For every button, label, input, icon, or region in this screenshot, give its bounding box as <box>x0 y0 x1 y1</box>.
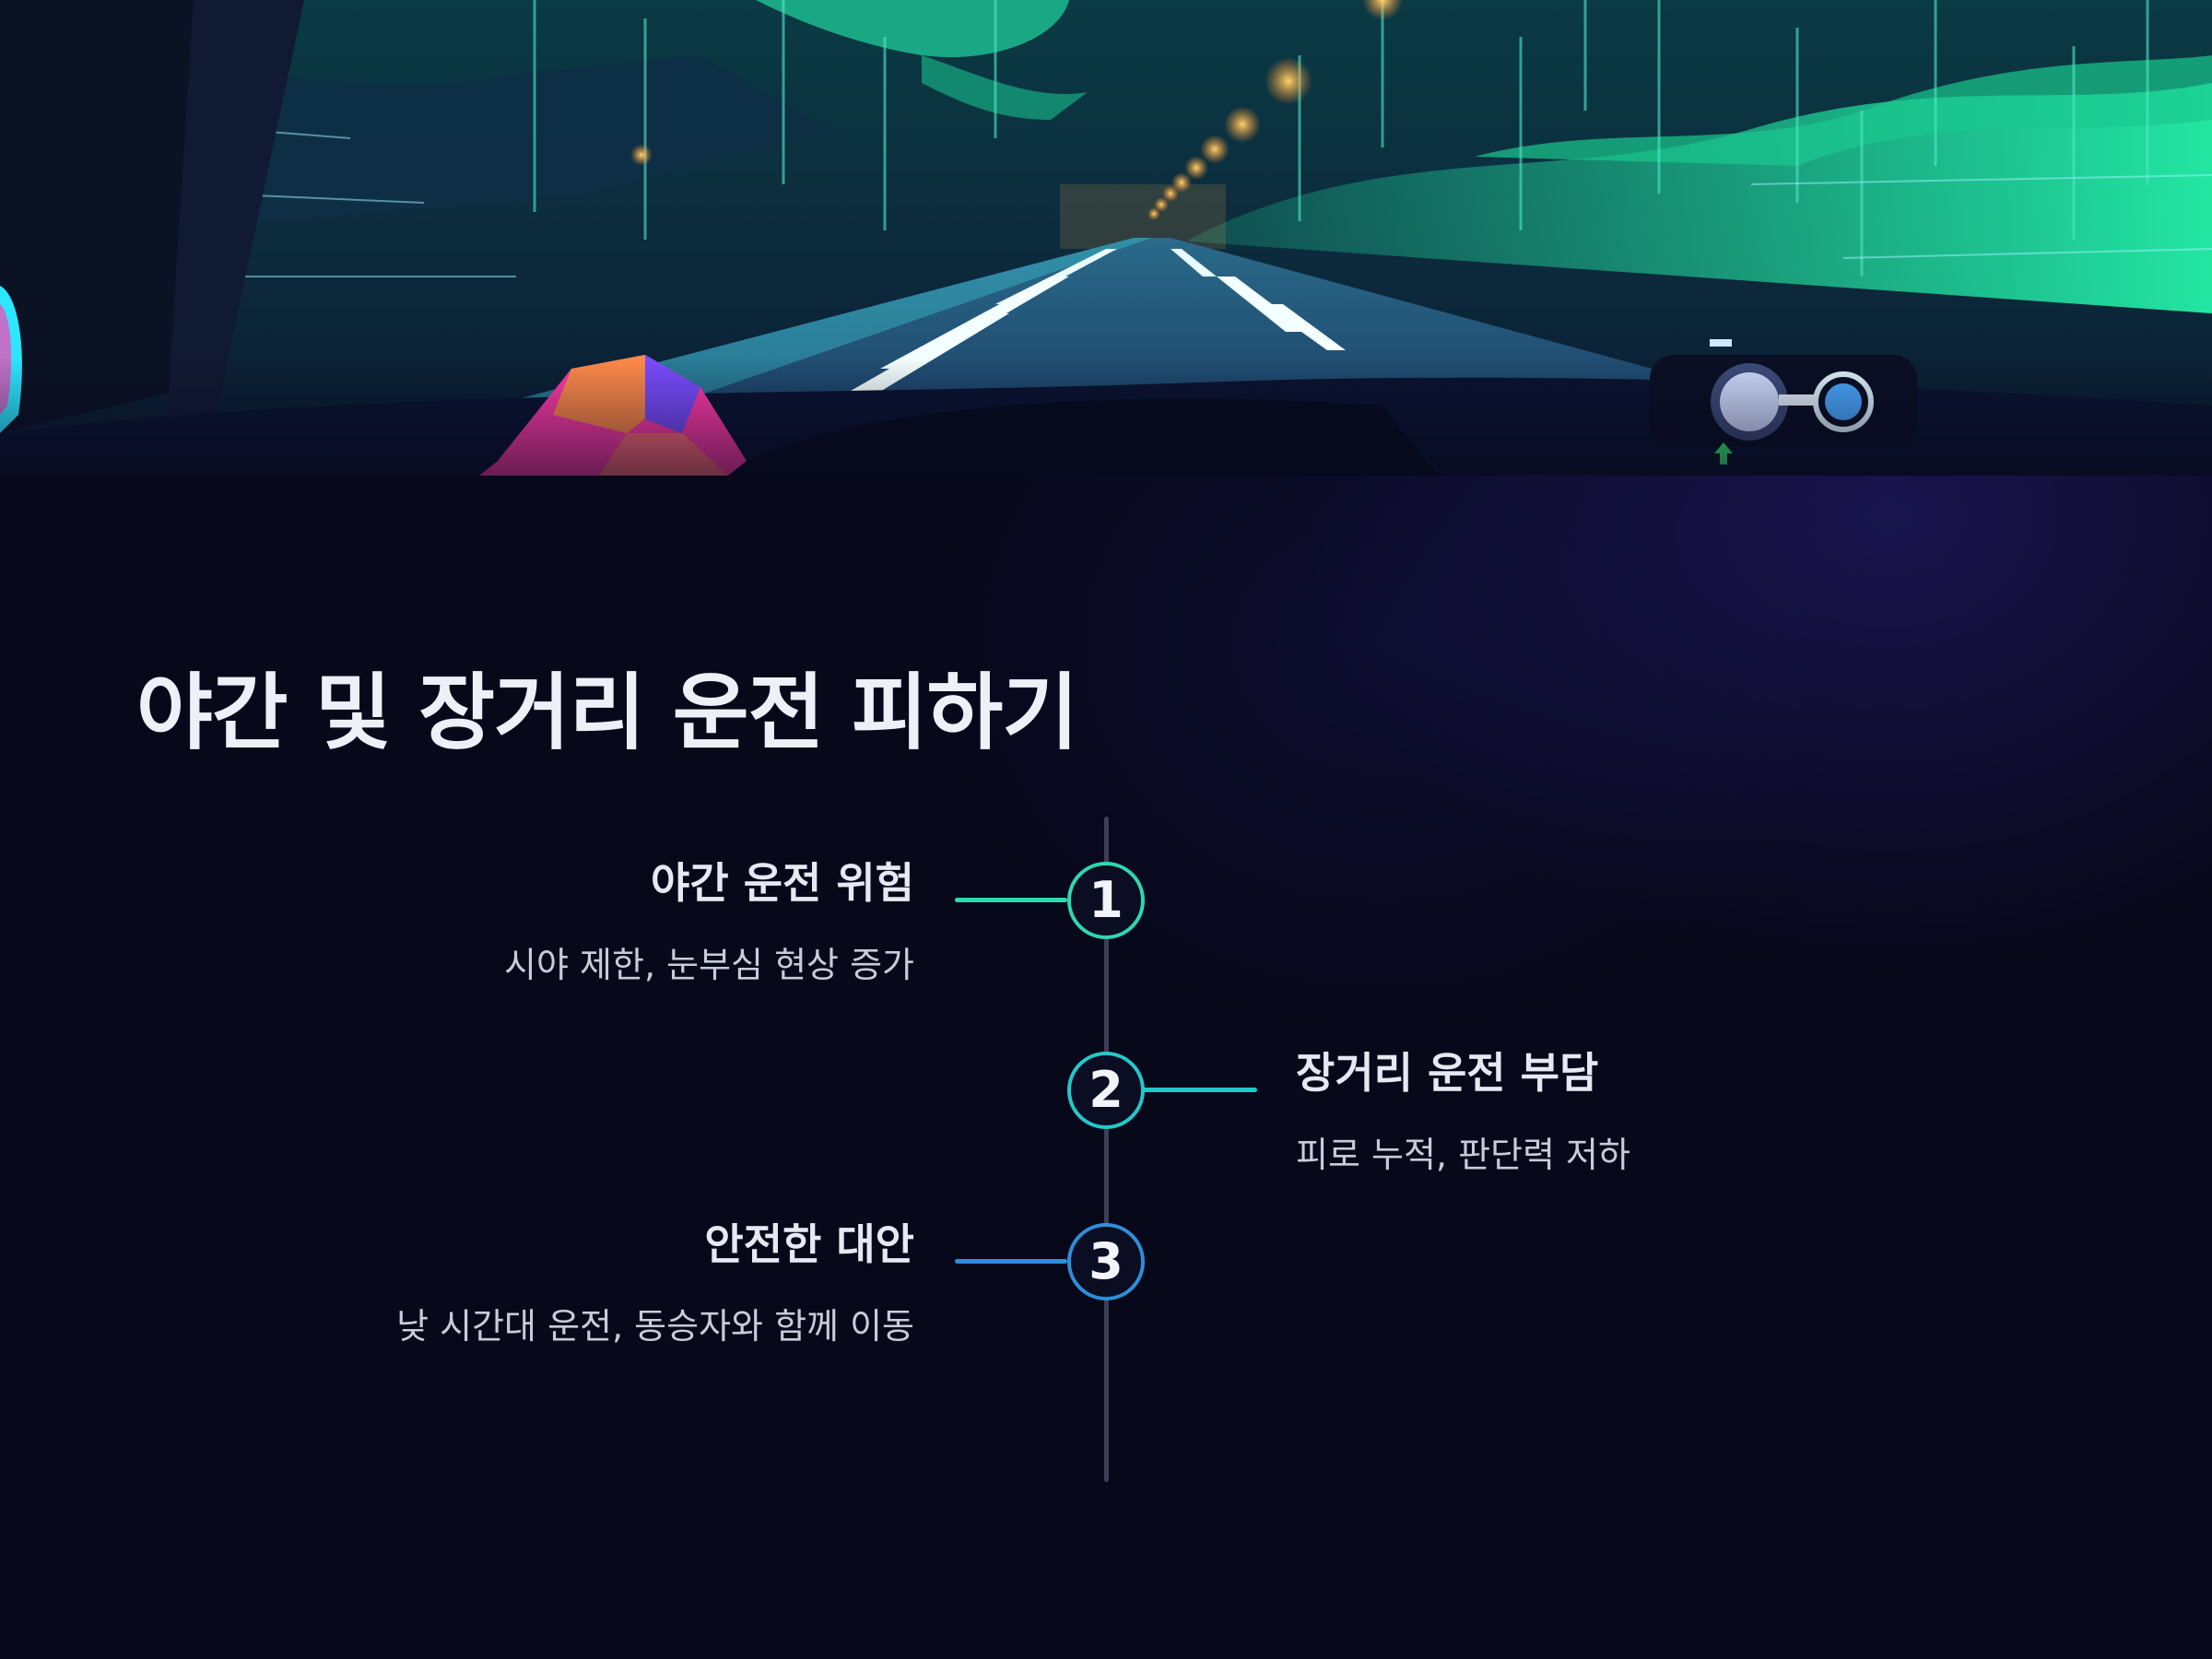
slide-title: 야간 및 장거리 운전 피하기 <box>136 665 1078 761</box>
timeline-axis <box>1104 817 1109 1482</box>
step-1-marker: 1 <box>1067 862 1145 939</box>
step-2-description: 피로 누적, 판단력 저하 <box>1296 1135 1630 1175</box>
step-2-marker: 2 <box>1067 1052 1145 1129</box>
step-1-title: 야간 운전 위험 <box>651 858 914 908</box>
step-3-description: 낮 시간대 운전, 동승자와 함께 이동 <box>396 1306 914 1347</box>
night-highway-illustration <box>0 0 2212 476</box>
step-2-title: 장거리 운전 부담 <box>1296 1048 1599 1098</box>
hero-image <box>0 0 2212 476</box>
step-3-title: 안전한 대안 <box>704 1219 914 1269</box>
step-1-description: 시야 제한, 눈부심 현상 증가 <box>504 945 914 985</box>
step-3-connector <box>955 1259 1067 1264</box>
step-1-connector <box>955 898 1067 902</box>
step-2-connector <box>1143 1088 1257 1092</box>
step-3-marker: 3 <box>1067 1223 1145 1300</box>
